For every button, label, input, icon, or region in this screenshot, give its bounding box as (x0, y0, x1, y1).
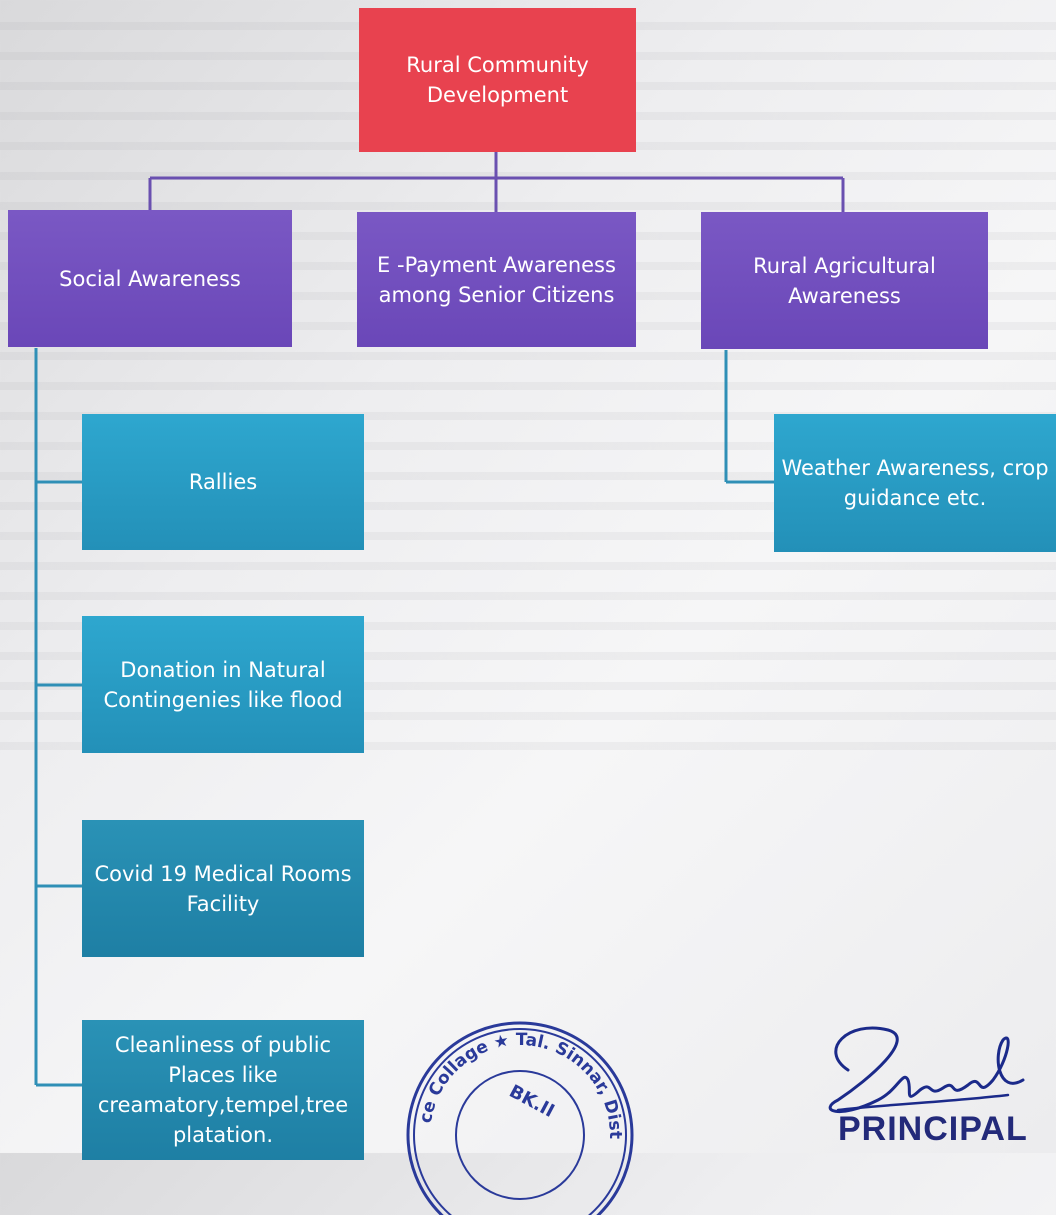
svg-text:ce Collage ★ Tal. Sinnar, Dist: ce Collage ★ Tal. Sinnar, Dist. Nashik (400, 1015, 625, 1139)
node-epayment-awareness: E -Payment Awareness among Senior Citize… (357, 212, 636, 347)
node-root: Rural Community Development (359, 8, 636, 152)
node-social-awareness-label: Social Awareness (59, 266, 241, 291)
node-weather-awareness: Weather Awareness, crop guidance etc. (774, 414, 1056, 552)
node-rallies-label: Rallies (188, 470, 258, 494)
node-epayment-awareness-label: E -Payment Awareness among Senior Citize… (377, 252, 616, 307)
svg-text:BK.II: BK.II (506, 1081, 558, 1122)
connector-lines (34, 152, 845, 1087)
node-social-awareness: Social Awareness (8, 210, 292, 347)
node-cleanliness-label: Cleanliness of public Places like creama… (97, 1033, 349, 1147)
node-root-label: Rural Community Development (406, 53, 589, 107)
node-covid-medical-rooms: Covid 19 Medical Rooms Facility (82, 820, 364, 957)
principal-signature (828, 1026, 1025, 1114)
node-rural-agricultural-awareness-label: Rural Agricultural Awareness (753, 253, 936, 308)
node-covid-medical-rooms-label: Covid 19 Medical Rooms Facility (94, 861, 352, 916)
principal-title: PRINCIPAL (838, 1110, 1028, 1148)
node-cleanliness: Cleanliness of public Places like creama… (82, 1020, 364, 1160)
node-donation: Donation in Natural Contingenies like fl… (82, 616, 364, 753)
node-donation-label: Donation in Natural Contingenies like fl… (103, 657, 343, 712)
college-stamp: ce Collage ★ Tal. Sinnar, Dist. Nashik B… (400, 1015, 634, 1215)
node-rallies: Rallies (82, 414, 364, 550)
node-weather-awareness-label: Weather Awareness, crop guidance etc. (781, 456, 1049, 510)
node-rural-agricultural-awareness: Rural Agricultural Awareness (701, 212, 988, 349)
